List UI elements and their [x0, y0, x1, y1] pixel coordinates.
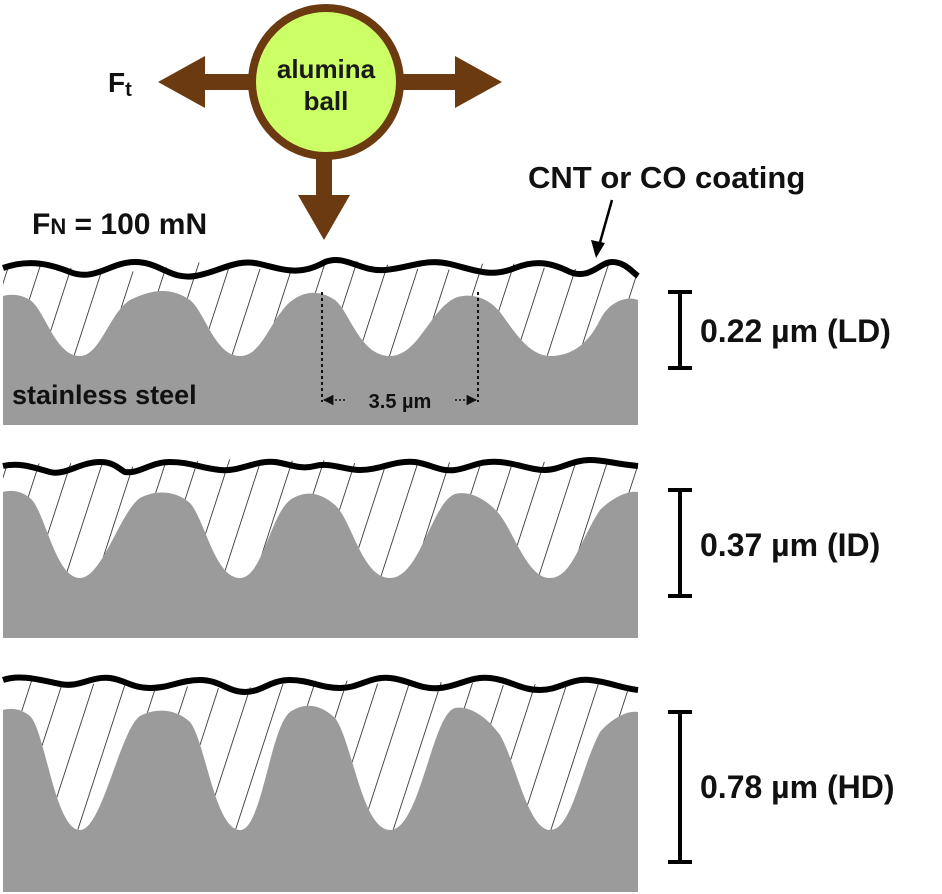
steel-substrate-hd — [3, 705, 638, 892]
coating-line-hd — [2, 674, 639, 695]
substrate-label: stainless steel — [12, 380, 197, 410]
steel-substrate-ld — [3, 290, 638, 425]
roughness-label-id: 0.37 µm (ID) — [700, 527, 880, 563]
roughness-bracket-hd — [668, 710, 692, 864]
roughness-label-ld: 0.22 µm (LD) — [700, 313, 891, 349]
normal-force-label: FN = 100 mN — [32, 208, 207, 241]
coating-label: CNT or CO coating — [528, 160, 805, 195]
roughness-bracket-id — [668, 488, 692, 598]
tangential-arrow-right-shaft — [400, 74, 460, 90]
normal-arrow-shaft — [316, 150, 332, 200]
tangential-arrow-left-shaft — [200, 74, 260, 90]
panel-hd: 0.78 µm (HD) — [2, 674, 894, 892]
roughness-bracket-ld — [668, 290, 692, 370]
roughness-label-hd: 0.78 µm (HD) — [700, 769, 894, 805]
coating-fill-ld — [3, 260, 638, 356]
panel-id: 0.37 µm (ID) — [2, 457, 880, 638]
ball-label-line2: ball — [304, 86, 349, 116]
tangential-arrow-left-head — [158, 56, 205, 108]
coating-fill-hd — [3, 679, 638, 830]
period-label: 3.5 µm — [369, 391, 432, 413]
steel-substrate-id — [3, 490, 638, 638]
coating-pointer — [597, 199, 614, 247]
alumina-ball — [248, 4, 404, 160]
coating-line-ld — [1, 257, 640, 280]
normal-arrow-head — [298, 195, 350, 240]
coating-line-id — [2, 457, 639, 476]
tangential-force-label: Ft — [108, 67, 132, 101]
panel-ld: 3.5 µm stainless steel 0.22 µm (LD) — [1, 257, 891, 425]
coating-pointer-head — [591, 240, 605, 258]
force-arrows — [158, 56, 502, 240]
coating-fill-id — [3, 459, 638, 578]
ball-label-line1: alumina — [277, 54, 376, 84]
tangential-arrow-right-head — [455, 56, 502, 108]
